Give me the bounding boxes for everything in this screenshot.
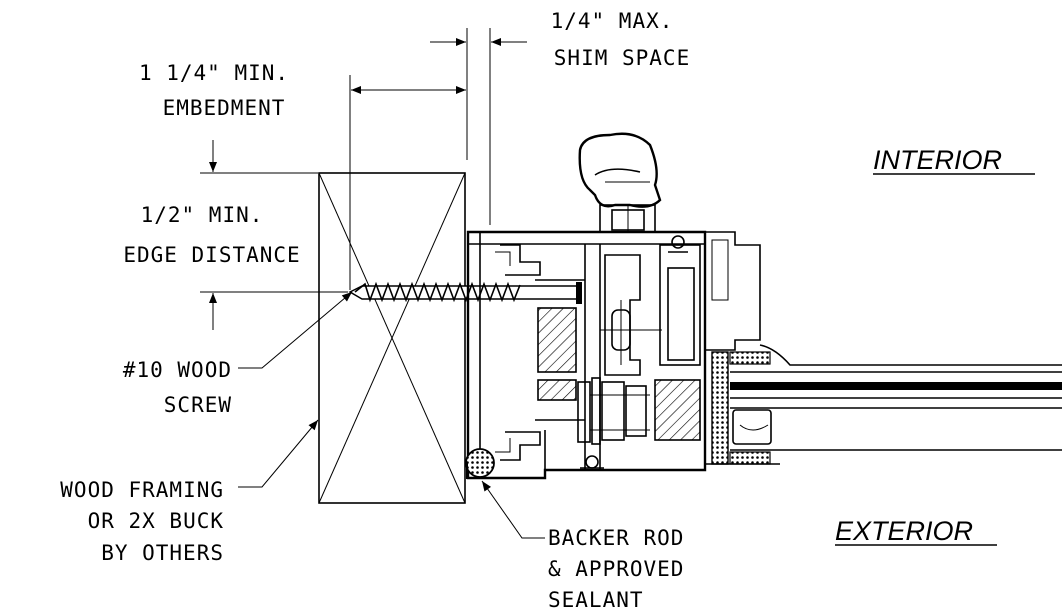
exterior-label: EXTERIOR (835, 516, 973, 546)
embedment-dimension (349, 75, 466, 290)
wood-framing-label-line1: WOOD FRAMING (60, 478, 224, 502)
upper-gasket (668, 235, 688, 253)
interior-label: INTERIOR (873, 145, 1002, 175)
edge-distance-dimension (200, 140, 348, 330)
wood-screw-label-line2: SCREW (164, 393, 232, 417)
edge-distance-label-line1: 1/2" MIN. (141, 203, 264, 227)
embedment-label-line1: 1 1/4" MIN. (139, 61, 289, 85)
insulated-glass-unit (705, 344, 1062, 465)
shim-space-label-line2: SHIM SPACE (554, 46, 690, 70)
interior-label-group: INTERIOR (873, 145, 1035, 175)
window-frame-extrusion (466, 230, 761, 480)
leader-lines (238, 291, 545, 539)
backer-rod-label-line1: BACKER ROD (548, 526, 684, 550)
lower-gasket (580, 455, 604, 469)
wood-screw-label-line1: #10 WOOD (123, 358, 232, 382)
window-handle (578, 132, 662, 233)
shim-space-label-line1: 1/4" MAX. (551, 9, 674, 33)
embedment-label-line2: EMBEDMENT (163, 96, 286, 120)
shim-space-lines (430, 28, 527, 225)
backer-rod-sealant (465, 448, 495, 479)
exterior-label-group: EXTERIOR (835, 516, 997, 546)
wood-framing-label-line2: OR 2X BUCK (88, 509, 224, 533)
backer-rod-label-line2: & APPROVED (548, 557, 684, 581)
wood-framing-label-line3: BY OTHERS (101, 541, 224, 565)
wood-screw (348, 281, 582, 304)
wood-framing-block (318, 172, 466, 504)
edge-distance-label-line2: EDGE DISTANCE (123, 243, 300, 267)
backer-rod-label-line3: SEALANT (548, 588, 644, 612)
